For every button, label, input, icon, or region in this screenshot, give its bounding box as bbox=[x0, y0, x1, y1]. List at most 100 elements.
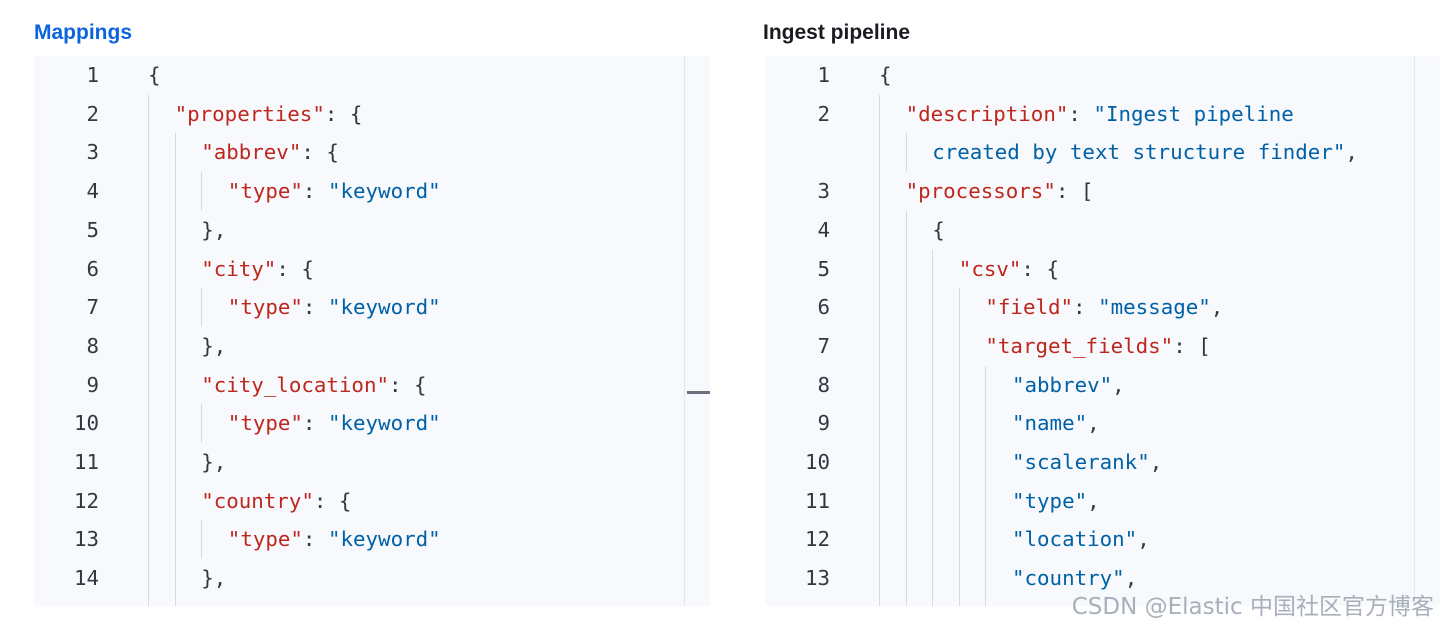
mappings-line-content: "type": "keyword" bbox=[228, 172, 441, 211]
mappings-line-number: 11 bbox=[73, 450, 99, 474]
json-punctuation: }, bbox=[201, 333, 227, 358]
json-punctuation: }, bbox=[201, 566, 227, 591]
mappings-line-number: 9 bbox=[86, 372, 99, 397]
mappings-line-number: 5 bbox=[86, 217, 99, 242]
ingest-pipeline-editor-scrollbar[interactable] bbox=[1414, 56, 1440, 606]
pipeline-line-number: 3 bbox=[817, 179, 830, 204]
mappings-line-content: "type": "keyword" bbox=[228, 404, 441, 443]
json-string: "keyword" bbox=[327, 411, 441, 436]
json-key: "type" bbox=[227, 527, 303, 552]
ingest-pipeline-title: Ingest pipeline bbox=[763, 21, 911, 44]
mappings-indent-guide bbox=[174, 133, 176, 606]
json-string: "keyword" bbox=[327, 527, 441, 552]
json-punctuation: : bbox=[1073, 295, 1099, 320]
json-key: "field" bbox=[985, 295, 1074, 320]
json-punctuation: , bbox=[1112, 372, 1125, 397]
json-punctuation: : { bbox=[313, 488, 352, 513]
mappings-code-line: 3 "abbrev": { bbox=[34, 133, 684, 172]
json-key: "type" bbox=[227, 411, 303, 436]
mappings-line-content: { bbox=[148, 56, 161, 95]
mappings-indent-guide bbox=[148, 94, 149, 606]
json-string: "message" bbox=[1098, 295, 1211, 320]
mappings-code-editor[interactable]: 1{2"properties": {3"abbrev": {4"type": "… bbox=[34, 56, 710, 606]
json-key: "city_location" bbox=[201, 372, 389, 397]
mappings-line-number: 13 bbox=[73, 527, 99, 552]
json-punctuation: : bbox=[302, 295, 328, 320]
json-punctuation: { bbox=[148, 63, 161, 87]
mappings-indent-guide bbox=[201, 404, 203, 443]
pipeline-code-line: 11 "type", bbox=[765, 482, 1414, 521]
mappings-line-content: }, bbox=[201, 211, 226, 250]
mappings-code-line: 11}, bbox=[34, 443, 684, 482]
pipeline-line-number: 7 bbox=[817, 333, 830, 358]
pipeline-line-content: { bbox=[932, 211, 945, 250]
pipeline-line-content: "scalerank", bbox=[1012, 443, 1162, 482]
pipeline-code-line: 7"target_fields": [ bbox=[765, 327, 1414, 366]
mappings-line-number: 14 bbox=[73, 566, 99, 591]
pipeline-line-number: 5 bbox=[817, 256, 830, 281]
pipeline-line-number: 1 bbox=[817, 63, 830, 87]
mappings-code-line: 14}, bbox=[34, 559, 684, 598]
pipeline-line-content: "csv": { bbox=[959, 250, 1059, 289]
mappings-code-line: 5}, bbox=[34, 211, 684, 250]
mappings-indent-guide bbox=[201, 288, 203, 327]
mappings-code-area[interactable]: 1{2"properties": {3"abbrev": {4"type": "… bbox=[34, 56, 684, 606]
pipeline-line-content: "type", bbox=[1012, 482, 1100, 521]
pipeline-line-content: "name", bbox=[1012, 404, 1100, 443]
mappings-line-number: 3 bbox=[86, 140, 99, 165]
mappings-line-number: 8 bbox=[86, 333, 99, 358]
mappings-line-content: "properties": { bbox=[175, 95, 363, 134]
pipeline-code-line: 3"processors": [ bbox=[765, 172, 1414, 211]
json-punctuation: : { bbox=[276, 256, 314, 281]
pipeline-indent-guide bbox=[985, 365, 987, 606]
pipeline-line-number: 4 bbox=[817, 217, 830, 242]
json-key: "type" bbox=[227, 295, 303, 320]
json-string: "country" bbox=[1012, 566, 1125, 591]
mappings-line-content: "abbrev": { bbox=[201, 133, 339, 172]
json-punctuation: , bbox=[1087, 411, 1100, 436]
pipeline-code-line: created by text structure finder", bbox=[765, 133, 1414, 172]
json-string: "keyword" bbox=[327, 179, 441, 204]
mappings-line-content: "city": { bbox=[201, 250, 314, 289]
mappings-title: Mappings bbox=[34, 21, 132, 44]
json-string: "type" bbox=[1012, 488, 1088, 513]
mappings-line-number: 10 bbox=[73, 411, 99, 436]
mappings-line-number: 7 bbox=[86, 295, 99, 320]
json-punctuation: , bbox=[1124, 566, 1138, 591]
json-punctuation: , bbox=[1149, 450, 1163, 474]
json-string: "location" bbox=[1012, 527, 1138, 552]
json-string: "abbrev" bbox=[1012, 372, 1113, 397]
mappings-line-content: }, bbox=[201, 327, 226, 366]
json-key: "description" bbox=[905, 101, 1069, 126]
mappings-line-number: 12 bbox=[73, 488, 99, 513]
mappings-editor-scrollbar[interactable] bbox=[684, 56, 710, 606]
json-punctuation: { bbox=[932, 217, 945, 242]
pipeline-line-content: created by text structure finder", bbox=[932, 133, 1358, 172]
pipeline-code-line: 13 "country", bbox=[765, 559, 1414, 598]
mappings-code-line: 4"type": "keyword" bbox=[34, 172, 684, 211]
mappings-line-content: }, bbox=[201, 443, 226, 482]
json-string: "name" bbox=[1012, 411, 1088, 436]
json-key: "target_fields" bbox=[985, 333, 1174, 358]
mappings-code-line: 1{ bbox=[34, 56, 684, 95]
json-punctuation: }, bbox=[201, 450, 227, 474]
json-punctuation: : { bbox=[1021, 256, 1059, 281]
mappings-code-line: 13"type": "keyword" bbox=[34, 520, 684, 559]
json-punctuation: , bbox=[1137, 527, 1150, 552]
pipeline-code-line: 5 "csv": { bbox=[765, 250, 1414, 289]
mappings-indent-guide bbox=[201, 520, 203, 560]
json-punctuation: : bbox=[302, 179, 328, 204]
pipeline-line-number: 9 bbox=[817, 411, 830, 436]
mappings-scrollbar-thumb[interactable] bbox=[687, 391, 710, 394]
mappings-line-number: 6 bbox=[86, 256, 99, 281]
json-punctuation: , bbox=[1345, 140, 1358, 165]
json-punctuation: : { bbox=[389, 372, 427, 397]
json-punctuation: }, bbox=[201, 217, 227, 242]
json-string: created by text structure finder" bbox=[932, 140, 1346, 165]
pipeline-line-number: 8 bbox=[817, 372, 830, 397]
pipeline-line-number: 11 bbox=[804, 488, 830, 513]
pipeline-line-number: 13 bbox=[804, 566, 830, 591]
json-key: "type" bbox=[227, 179, 303, 204]
